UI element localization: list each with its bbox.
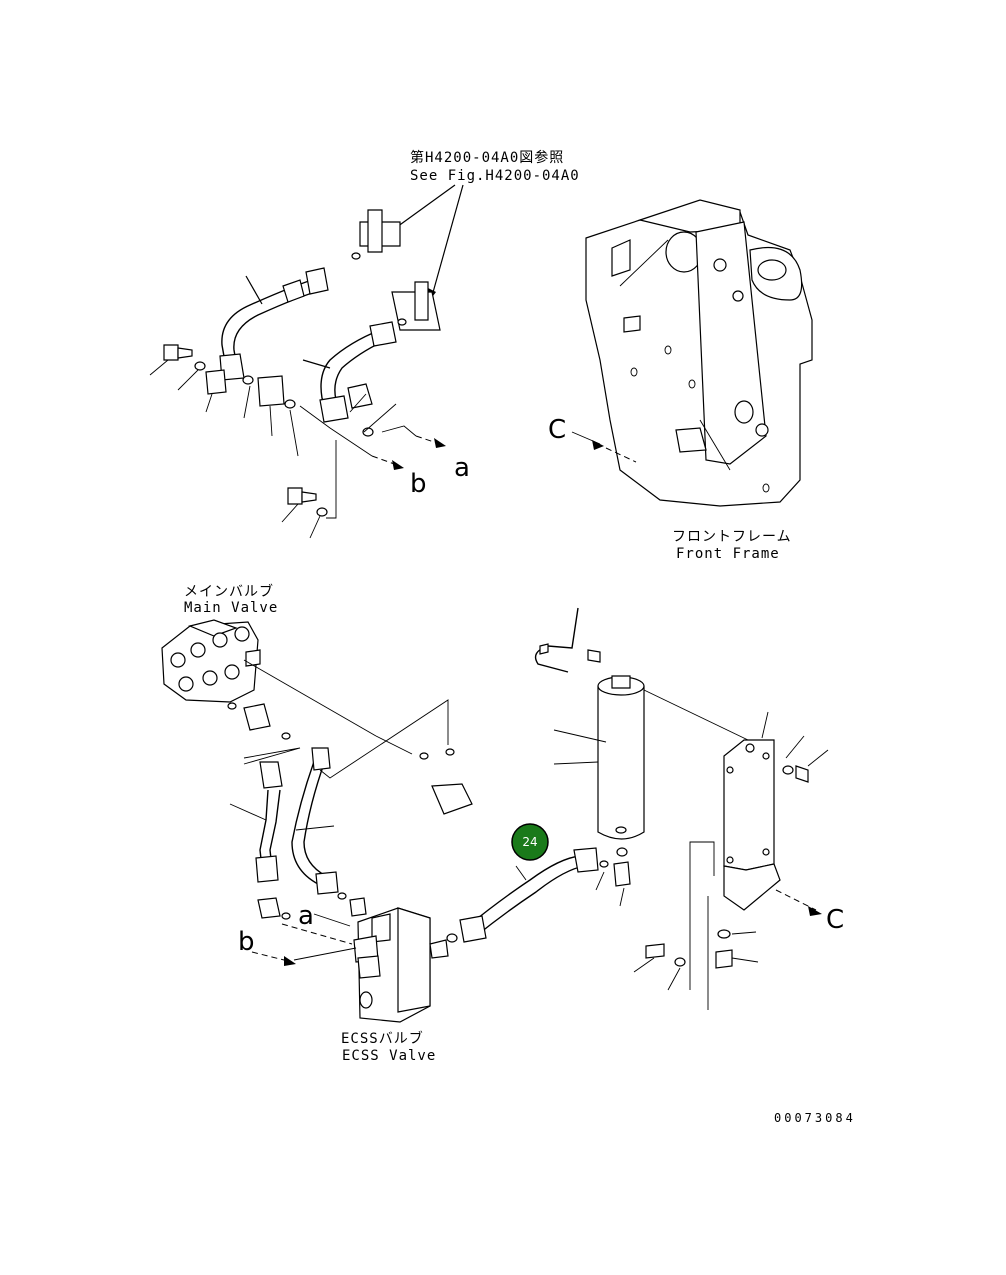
front-frame-jp-label: フロントフレーム xyxy=(672,529,792,545)
see-fig-jp-label: 第H4200-04A0図参照 xyxy=(410,149,564,166)
marker-b-bottom: b xyxy=(238,927,255,957)
main-valve-jp-label: メインバルブ xyxy=(184,583,274,600)
marker-a-bottom: a xyxy=(298,901,314,931)
ecss-valve-jp-label: ECSSバルブ xyxy=(341,1030,424,1047)
ecss-valve-en-label: ECSS Valve xyxy=(342,1048,436,1064)
front-frame-en-label: Front Frame xyxy=(676,546,780,562)
callout-24[interactable]: 24 xyxy=(511,823,549,861)
callout-circle[interactable] xyxy=(511,823,549,861)
marker-c-left: C xyxy=(548,415,566,445)
main-valve-group: メインバルブ Main Valve xyxy=(161,583,473,815)
lower-hoses xyxy=(229,747,367,920)
main-valve-en-label: Main Valve xyxy=(184,600,278,616)
upper-hose-assembly: 第H4200-04A0図参照 See Fig.H4200-04A0 xyxy=(149,149,580,539)
marker-b-top: b xyxy=(410,469,427,499)
bracket: C xyxy=(633,711,844,1010)
accumulator xyxy=(534,607,749,840)
marker-a-top: a xyxy=(454,453,470,483)
front-frame: C フロントフレーム Front Frame xyxy=(548,199,813,562)
drawing-number: 00073084 xyxy=(774,1111,856,1125)
see-fig-en-label: See Fig.H4200-04A0 xyxy=(410,168,580,184)
marker-c-right: C xyxy=(826,905,844,935)
ecss-valve-group: a b ECSSバルブ ECSS Valve xyxy=(238,901,449,1064)
callout-number[interactable]: 24 xyxy=(522,835,537,849)
hose-24 xyxy=(446,847,631,943)
